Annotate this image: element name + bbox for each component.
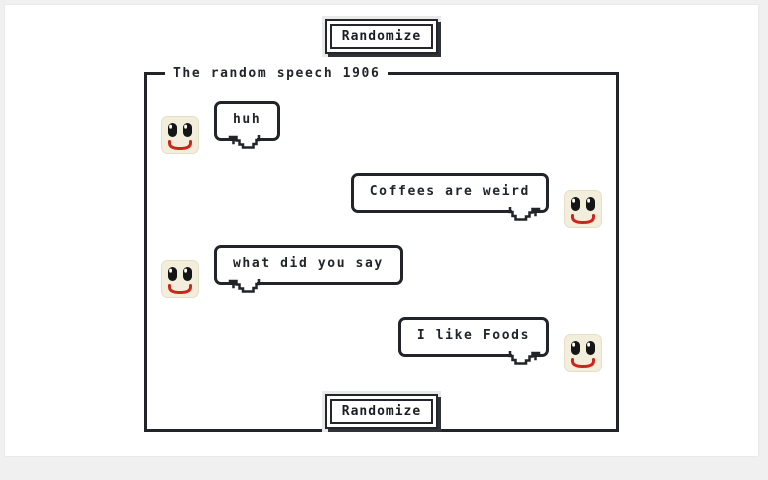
speech-panel: The random speech 1906 huh Coffees are w…	[144, 66, 619, 432]
balloon-text: huh	[233, 112, 262, 127]
balloon-text: I like Foods	[416, 328, 530, 343]
randomize-top-button-label: Randomize	[329, 24, 434, 49]
balloon-text: what did you say	[233, 256, 384, 271]
balloon-text: Coffees are weird	[369, 184, 530, 199]
chat-rows: huh Coffees are weird what did you say	[161, 101, 602, 389]
chat-row-2: Coffees are weird	[161, 173, 602, 245]
randomize-top-button[interactable]: Randomize	[324, 19, 439, 54]
balloon-tail-icon	[508, 351, 541, 365]
speech-balloon: what did you say	[214, 245, 403, 293]
page-surface: Randomize The random speech 1906 huh Cof…	[4, 4, 759, 457]
balloon-tail-icon	[228, 135, 261, 149]
panel-legend: The random speech 1906	[173, 66, 381, 81]
chat-row-3: what did you say	[161, 245, 602, 317]
balloon-tail-icon	[228, 279, 261, 293]
smiley-face-icon	[161, 116, 199, 154]
smiley-face-icon	[564, 190, 602, 228]
smiley-face-icon	[564, 334, 602, 372]
speech-balloon: I like Foods	[397, 317, 549, 365]
randomize-bottom-button[interactable]: Randomize	[324, 394, 439, 429]
chat-row-1: huh	[161, 101, 602, 173]
balloon-tail-icon	[508, 207, 541, 221]
chat-row-4: I like Foods	[161, 317, 602, 389]
randomize-bottom-button-label: Randomize	[329, 399, 434, 424]
speech-balloon: Coffees are weird	[350, 173, 549, 221]
top-button-bar: Randomize	[5, 5, 758, 54]
smiley-face-icon	[161, 260, 199, 298]
speech-balloon: huh	[214, 101, 281, 149]
bottom-button-bar: Randomize	[161, 394, 602, 429]
